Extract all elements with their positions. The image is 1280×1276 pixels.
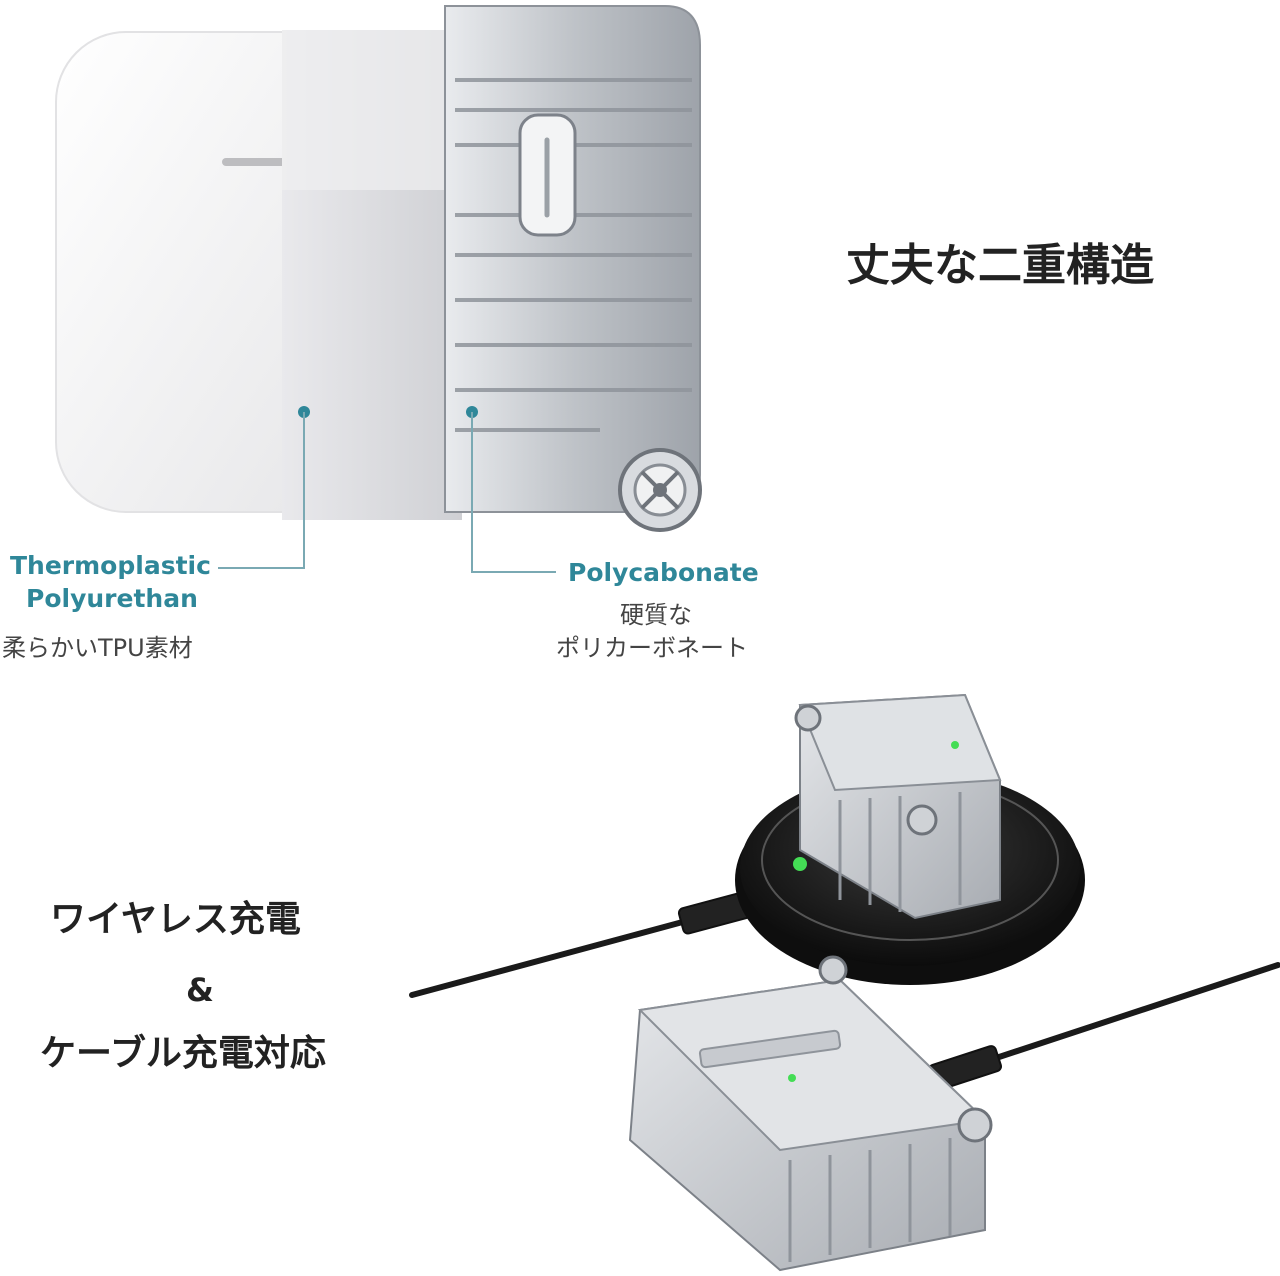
charging-line3: ケーブル充電対応 <box>40 1033 326 1074</box>
tpu-caption: 柔らかいTPU素材 <box>2 634 193 662</box>
pc-caption-line2: ポリカーボネート <box>556 634 748 662</box>
pc-caption-line1: 硬質な <box>620 601 692 629</box>
callout-lines <box>218 412 556 573</box>
tpu-title-line1: Thermoplastic <box>10 551 211 580</box>
charging-line1: ワイヤレス充電 <box>50 899 301 940</box>
tpu-title-line2: Polyurethan <box>26 584 198 613</box>
case-with-cable-image <box>628 955 993 1272</box>
tpu-sleeve-image <box>282 30 462 520</box>
case-on-charger-image <box>794 693 1002 920</box>
charging-line2: & <box>186 971 214 1009</box>
structure-heading: 丈夫な二重構造 <box>846 240 1154 291</box>
suitcase-cover-image <box>444 5 702 532</box>
pc-title: Polycabonate <box>568 558 759 587</box>
